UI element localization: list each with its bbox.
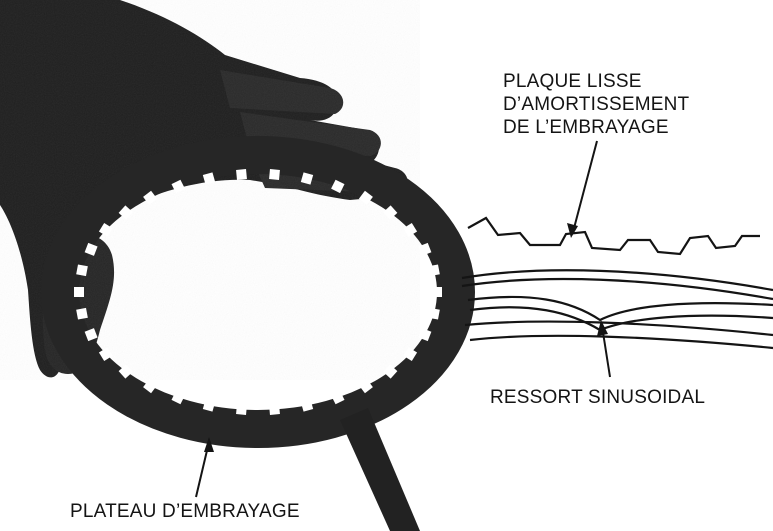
plate-curve-3 xyxy=(465,322,773,335)
wave-spring-diagram xyxy=(462,218,773,348)
clutch-plate-tooth xyxy=(269,404,280,415)
clutch-plate-tooth xyxy=(432,287,442,297)
plaque-label: PLAQUE LISSE D’AMORTISSEMENT DE L’EMBRAY… xyxy=(503,70,689,139)
ressort-arrow xyxy=(597,320,610,377)
plateau-label: PLATEAU D’EMBRAYAGE xyxy=(70,500,300,523)
plaque-arrow xyxy=(567,141,597,238)
clutch-plate-tooth xyxy=(74,287,84,297)
plaque-label-line2: D’AMORTISSEMENT xyxy=(503,93,689,116)
pointer-stick xyxy=(340,408,420,531)
clutch-plate-tooth xyxy=(236,404,247,415)
plate-curve-4 xyxy=(470,336,773,348)
damper-plate-teeth xyxy=(468,218,760,254)
clutch-plate-tooth xyxy=(76,308,88,320)
clutch-plate-tooth xyxy=(269,169,280,180)
clutch-plate-tooth xyxy=(76,264,88,276)
ressort-label: RESSORT SINUSOIDAL xyxy=(490,386,705,409)
clutch-plate-tooth xyxy=(428,264,440,276)
clutch-plate-tooth xyxy=(236,169,247,180)
plaque-label-line3: DE L’EMBRAYAGE xyxy=(503,116,689,139)
spring-curve-2 xyxy=(470,307,773,330)
plaque-label-line1: PLAQUE LISSE xyxy=(503,70,689,93)
plateau-arrow xyxy=(196,437,214,497)
clutch-plate-tooth xyxy=(428,308,440,320)
